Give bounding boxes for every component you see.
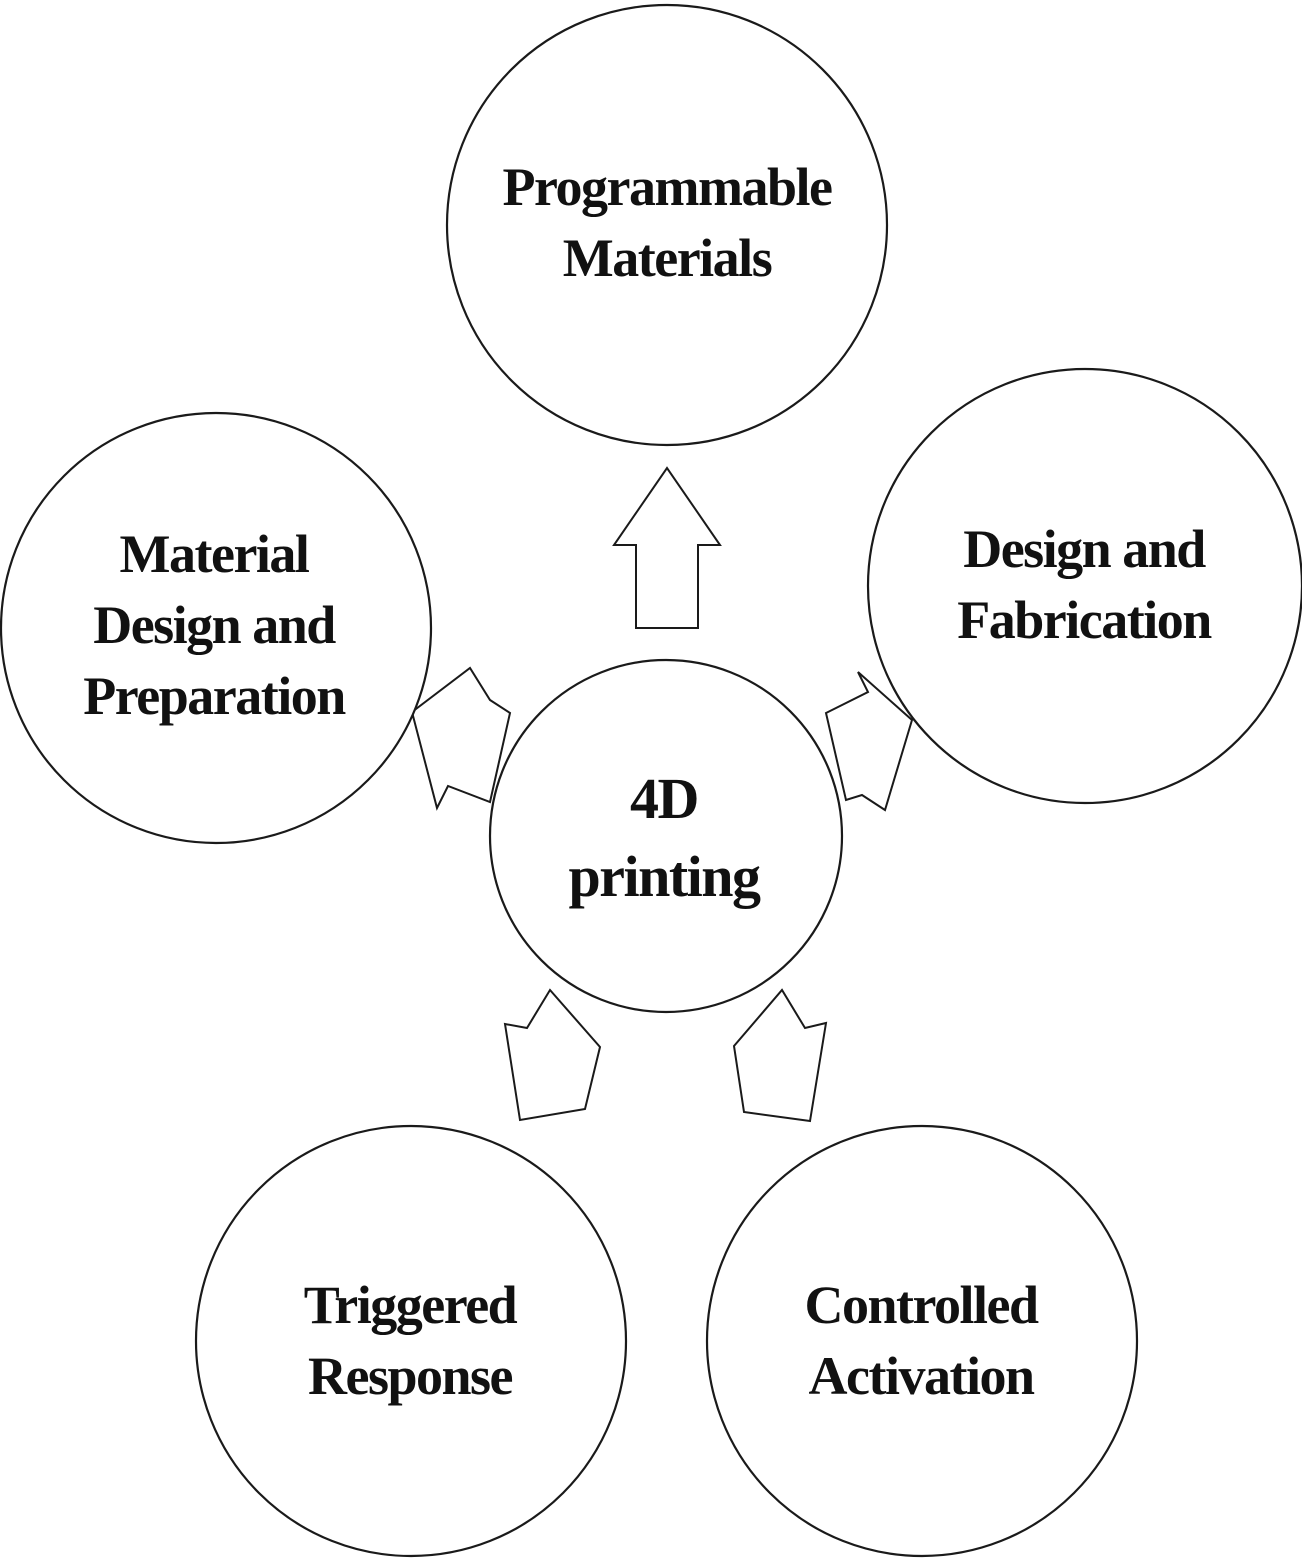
node-label-line: Controlled <box>804 1275 1038 1335</box>
node-design-and-fabrication: Design and Fabrication <box>866 367 1302 805</box>
node-label-line: Preparation <box>83 666 346 726</box>
arrow-to-design-and-fabrication <box>824 671 914 812</box>
node-label-line: Fabrication <box>957 590 1212 650</box>
node-circle <box>194 1124 628 1558</box>
arrow-to-programmable-materials <box>612 466 722 629</box>
node-triggered-response: Triggered Response <box>194 1124 628 1558</box>
arrow-to-material-design-and-preparation <box>410 666 512 811</box>
node-programmable-materials: Programmable Materials <box>445 3 889 447</box>
node-label-line: Response <box>308 1346 513 1406</box>
node-label-line: Activation <box>809 1346 1035 1406</box>
node-center-4d-printing: 4D printing <box>488 658 844 1014</box>
node-circle <box>866 367 1302 805</box>
node-label-line: Triggered <box>304 1275 518 1335</box>
center-label-line: 4D <box>630 766 698 831</box>
node-circle <box>488 658 844 1014</box>
node-controlled-activation: Controlled Activation <box>705 1124 1139 1558</box>
node-circle <box>445 3 889 447</box>
node-label-line: Programmable <box>503 157 832 217</box>
arrow-to-controlled-activation <box>732 988 828 1123</box>
arrow-to-triggered-response <box>503 988 602 1122</box>
node-label-line: Material <box>120 524 310 584</box>
node-label-line: Materials <box>563 228 772 288</box>
node-circle <box>0 411 433 845</box>
node-label-line: Design and <box>963 519 1206 579</box>
node-circle <box>705 1124 1139 1558</box>
node-label-line: Design and <box>93 595 336 655</box>
node-material-design-and-preparation: Material Design and Preparation <box>0 411 433 845</box>
center-label-line: printing <box>568 844 761 909</box>
